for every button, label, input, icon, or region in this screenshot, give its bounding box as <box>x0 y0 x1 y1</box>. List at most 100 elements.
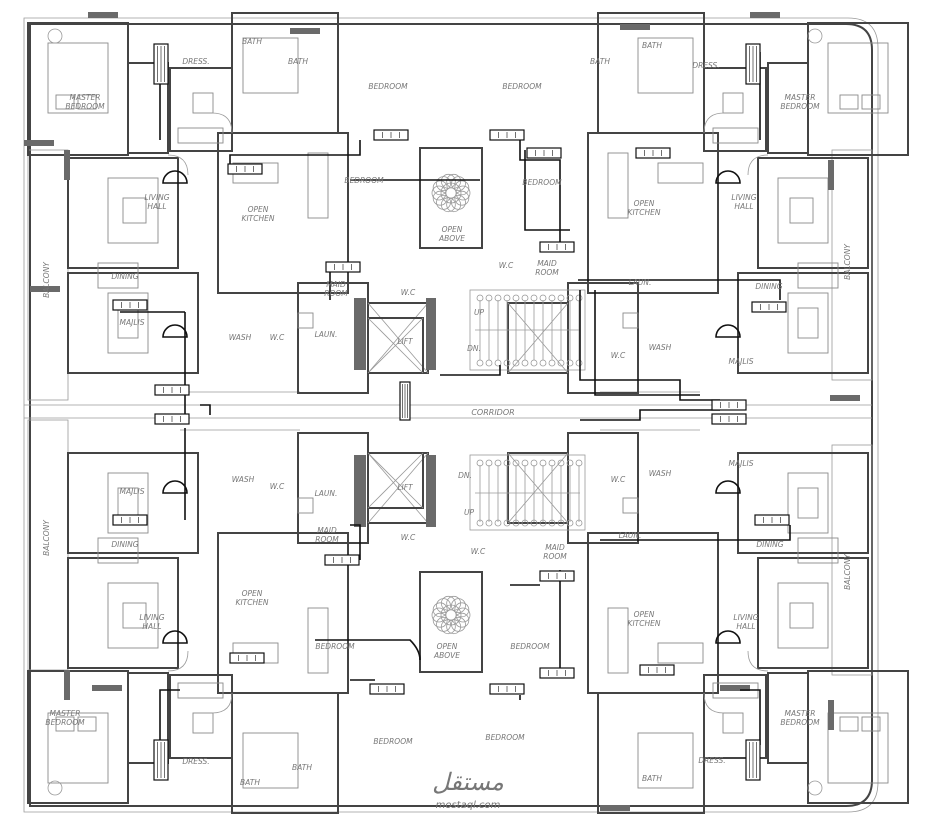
coffee-table <box>122 197 147 224</box>
room-label-dress-br: DRESS. <box>698 756 725 765</box>
room-label-bedroom-1: BEDROOM <box>368 82 408 91</box>
room-label-bedroom-3: BEDROOM <box>344 176 384 185</box>
room-label-wc-3: W.C <box>499 261 514 270</box>
light-fixture <box>715 480 741 494</box>
stair-nosing <box>521 519 529 527</box>
column-circle <box>47 780 63 796</box>
room-label-wc-2: W.C <box>270 333 285 342</box>
lift <box>507 302 569 374</box>
tree-canopy <box>432 602 448 618</box>
equipment-tag <box>745 739 761 781</box>
equipment-tag <box>399 381 411 421</box>
equipment-tag <box>373 129 409 141</box>
toilet <box>297 497 314 514</box>
equipment-tag <box>153 43 169 85</box>
kitchen-counter <box>307 152 329 219</box>
tree-canopy <box>455 185 471 201</box>
vanity <box>177 682 224 699</box>
stair-nosing <box>530 519 538 527</box>
stair-nosing <box>557 519 565 527</box>
stair-nosing <box>521 459 529 467</box>
stair-nosing <box>530 359 538 367</box>
toilet <box>192 712 214 734</box>
wiring-route <box>524 150 570 231</box>
stair-label-up-bottom: UP <box>464 508 474 517</box>
tree-canopy <box>432 612 448 628</box>
plan-line <box>367 302 429 374</box>
stair-nosing <box>476 294 484 302</box>
wall-stub <box>64 150 70 180</box>
equipment-tag <box>112 299 148 311</box>
wiring-route <box>159 689 180 745</box>
room-label-dining-bl: DINING <box>111 540 138 549</box>
shaft <box>354 298 366 370</box>
wiring-route <box>540 570 561 671</box>
wall-stub <box>620 24 650 30</box>
dining-table <box>97 262 139 289</box>
bed <box>47 712 109 784</box>
wall-stub <box>600 805 630 811</box>
equipment-tag <box>229 652 265 664</box>
toilet <box>622 497 639 514</box>
wall-stub <box>92 685 122 691</box>
room-label-bath-bl: BATH <box>240 778 260 787</box>
light-fixture <box>162 630 188 644</box>
room-label-wc-1: W.C <box>401 288 416 297</box>
room-label-bath-tr: BATH <box>590 57 610 66</box>
room-label-dress-tl: DRESS. <box>182 57 209 66</box>
kitchen-wall <box>587 132 719 294</box>
stair-nosing <box>539 294 547 302</box>
room-label-wc-5: W.C <box>270 482 285 491</box>
wall-stub <box>290 28 320 34</box>
door-swing <box>703 692 725 714</box>
stair-nosing <box>548 359 556 367</box>
pillow <box>839 716 859 732</box>
room-label-majlis-bl: MAJLIS <box>120 487 145 496</box>
stair-nosing <box>494 459 502 467</box>
stair-nosing <box>494 519 502 527</box>
living-hall-wall <box>67 557 179 669</box>
corridor-label: CORRIDOR <box>471 408 514 417</box>
wiring-route <box>579 290 720 401</box>
stair-nosing <box>557 294 565 302</box>
toilet <box>722 712 744 734</box>
equipment-tag <box>325 261 361 273</box>
tree-canopy <box>436 194 451 210</box>
lift-bottom <box>367 452 424 509</box>
room-label-wc-8: W.C <box>611 475 626 484</box>
tree-canopy <box>440 595 456 611</box>
wiring-route <box>519 140 561 250</box>
light-fixture <box>715 630 741 644</box>
stair-nosing <box>575 459 583 467</box>
room-label-wash-3: WASH <box>232 475 255 484</box>
wall-stub <box>24 140 54 146</box>
majlis-wall <box>67 272 199 374</box>
equipment-tag <box>751 301 787 313</box>
stair-nosing <box>548 459 556 467</box>
pillow <box>839 94 859 110</box>
stair-nosing <box>575 519 583 527</box>
tree-canopy <box>431 185 447 201</box>
light-fixture <box>715 324 741 338</box>
room-label-bath-tl2: BATH <box>288 57 308 66</box>
coffee-table <box>122 602 147 629</box>
sofa <box>777 582 829 649</box>
room-label-dining-br: DINING <box>756 540 783 549</box>
service-wall <box>567 432 639 544</box>
equipment-tag <box>539 241 575 253</box>
stair-label-up-top: UP <box>474 308 484 317</box>
shaft <box>426 455 436 527</box>
room-label-bedroom-6: BEDROOM <box>510 642 550 651</box>
equipment-tag <box>369 683 405 695</box>
room-label-bedroom-5: BEDROOM <box>315 642 355 651</box>
stair-nosing <box>557 459 565 467</box>
tree-canopy <box>446 197 462 213</box>
tree-canopy <box>454 612 470 628</box>
room-label-bath-tr2: BATH <box>642 41 662 50</box>
vanity <box>712 127 759 144</box>
kitchen-wall <box>587 532 719 694</box>
plan-line <box>507 452 569 524</box>
